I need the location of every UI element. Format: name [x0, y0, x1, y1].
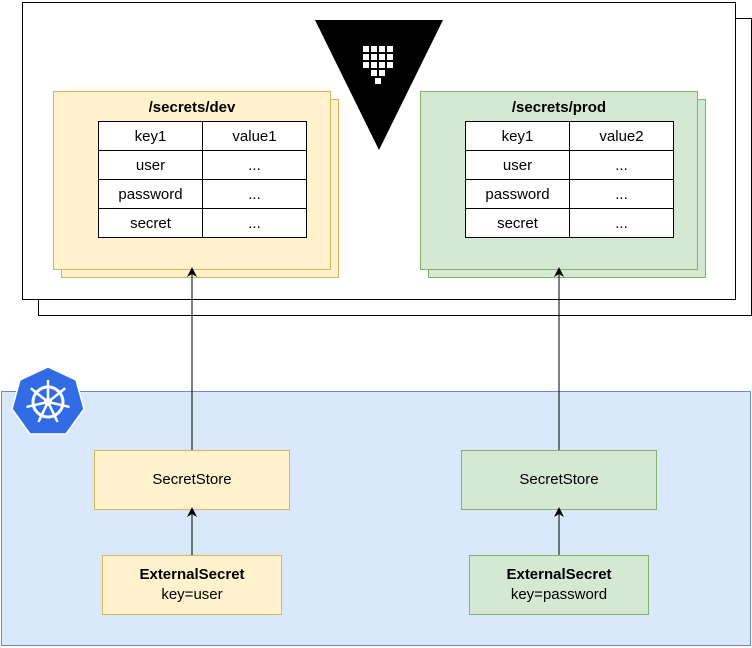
table-row: user ... [465, 150, 674, 180]
table-cell-key: password [465, 179, 570, 209]
table-row: user ... [98, 150, 307, 180]
table-cell-value: value2 [569, 121, 674, 151]
prod-secrets-title: /secrets/prod [511, 99, 607, 116]
external-secret-key: key=user [161, 586, 223, 603]
table-cell-value: ... [202, 208, 307, 238]
table-cell-value: ... [569, 179, 674, 209]
table-row: secret ... [465, 208, 674, 238]
external-secret-key: key=password [510, 586, 608, 603]
external-secret-prod: ExternalSecret key=password [469, 555, 649, 615]
table-row: key1 value2 [465, 121, 674, 151]
table-row: key1 value1 [98, 121, 307, 151]
dev-secrets-card: /secrets/dev key1 value1 user ... passwo… [53, 91, 331, 270]
table-row: password ... [98, 179, 307, 209]
table-cell-key: key1 [465, 121, 570, 151]
table-cell-key: password [98, 179, 203, 209]
table-cell-key: user [465, 150, 570, 180]
prod-secrets-table: key1 value2 user ... password ... secret… [465, 121, 674, 238]
secret-store-label: SecretStore [519, 471, 599, 488]
external-secret-dev: ExternalSecret key=user [102, 555, 282, 615]
table-cell-value: ... [202, 150, 307, 180]
table-cell-key: secret [465, 208, 570, 238]
table-cell-key: user [98, 150, 203, 180]
secret-store-dev: SecretStore [94, 450, 290, 510]
table-cell-value: ... [569, 150, 674, 180]
table-cell-value: ... [202, 179, 307, 209]
dev-secrets-title: /secrets/dev [148, 99, 236, 116]
table-row: password ... [465, 179, 674, 209]
table-cell-key: key1 [98, 121, 203, 151]
table-cell-value: value1 [202, 121, 307, 151]
table-cell-key: secret [98, 208, 203, 238]
table-row: secret ... [98, 208, 307, 238]
dev-secrets-table: key1 value1 user ... password ... secret… [98, 121, 307, 238]
secret-store-label: SecretStore [152, 471, 232, 488]
table-cell-value: ... [569, 208, 674, 238]
external-secret-title: ExternalSecret [139, 566, 245, 583]
external-secret-title: ExternalSecret [506, 566, 612, 583]
prod-secrets-card: /secrets/prod key1 value2 user ... passw… [420, 91, 698, 270]
secret-store-prod: SecretStore [461, 450, 657, 510]
